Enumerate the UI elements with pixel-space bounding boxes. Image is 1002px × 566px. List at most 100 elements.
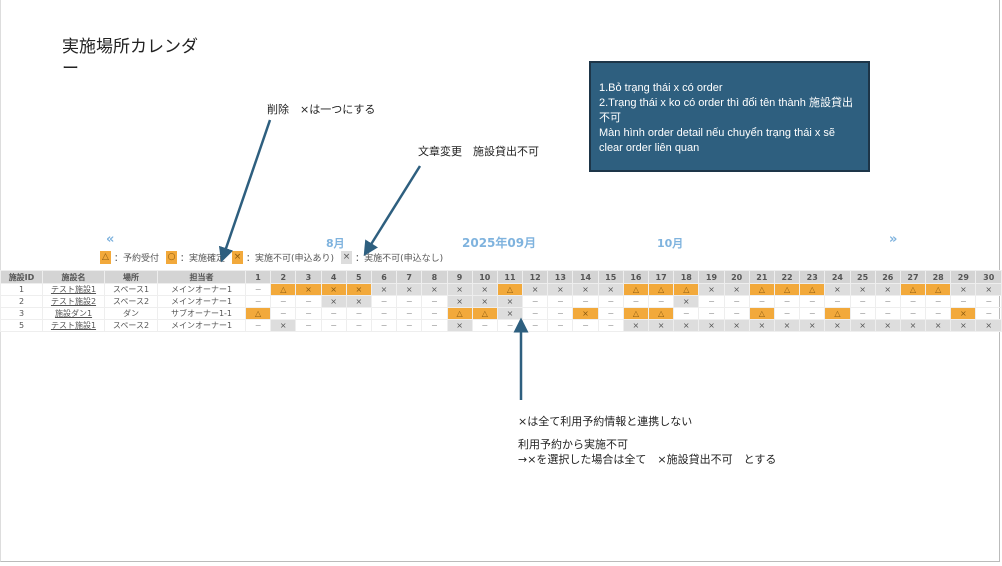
facility-id: 5 (0, 319, 43, 332)
annotation-rename: 文章変更 施設貸出不可 (418, 145, 539, 158)
day-cell[interactable]: × (975, 319, 1002, 332)
day-cell[interactable]: × (874, 283, 901, 296)
day-cell[interactable]: × (723, 283, 750, 296)
day-header: 26 (874, 270, 901, 284)
page-title: 実施場所カレンダー (62, 37, 198, 79)
day-cell[interactable]: × (773, 319, 801, 332)
day-cell[interactable]: △ (748, 283, 775, 296)
day-cell[interactable]: × (396, 283, 423, 296)
day-cell[interactable]: △ (647, 283, 675, 296)
day-cell[interactable]: × (723, 319, 750, 332)
day-header: 10 (471, 270, 498, 284)
day-cell[interactable]: × (899, 319, 927, 332)
day-cell[interactable]: △ (471, 307, 498, 320)
day-header: 2 (270, 270, 297, 284)
legend-label: ：実施確定 (180, 254, 226, 264)
note-line-2: 2.Trạng thái x ko có order thì đổi tên t… (599, 97, 853, 124)
day-cell[interactable]: × (698, 319, 725, 332)
legend-circle-icon: ○ (166, 251, 178, 264)
col-id: 施設ID (0, 270, 43, 284)
day-header: 6 (370, 270, 398, 284)
day-cell[interactable]: × (522, 283, 549, 296)
col-name: 施設名 (42, 270, 105, 284)
day-cell[interactable]: × (547, 283, 574, 296)
facility-name-link[interactable]: テスト施設1 (42, 319, 105, 332)
day-cell[interactable]: △ (773, 283, 801, 296)
next-month-button[interactable]: » (889, 232, 898, 247)
day-cell[interactable]: △ (244, 307, 272, 320)
day-cell[interactable]: △ (647, 307, 675, 320)
day-cell[interactable]: × (824, 319, 851, 332)
day-cell[interactable]: × (345, 295, 372, 308)
day-cell[interactable]: △ (622, 283, 650, 296)
arrow-delete (218, 119, 272, 263)
day-cell[interactable]: × (874, 319, 901, 332)
day-header: 11 (496, 270, 524, 284)
day-cell[interactable]: − (572, 319, 599, 332)
day-cell[interactable]: − (421, 319, 448, 332)
day-cell[interactable]: − (244, 319, 272, 332)
note-line-3: Màn hình order detail nếu chuyển trạng t… (599, 127, 836, 154)
day-cell[interactable]: × (370, 283, 398, 296)
day-cell[interactable]: × (622, 319, 650, 332)
day-cell[interactable]: × (597, 283, 624, 296)
day-cell[interactable]: × (849, 283, 876, 296)
annotation-from-reservation: 利用予約から実施不可 (518, 438, 628, 451)
day-cell[interactable]: × (748, 319, 775, 332)
col-owner: 担当者 (157, 270, 246, 284)
day-cell[interactable]: × (446, 283, 473, 296)
day-cell[interactable]: × (320, 295, 347, 308)
day-cell[interactable]: × (673, 319, 700, 332)
day-header: 5 (345, 270, 372, 284)
annotation-delete: 削除 ×は一つにする (267, 103, 376, 116)
day-cell[interactable]: × (471, 283, 498, 296)
legend-label: ：実施不可(申込あり) (246, 254, 335, 264)
day-cell[interactable]: × (698, 283, 725, 296)
day-cell[interactable]: △ (824, 307, 851, 320)
day-cell[interactable]: × (295, 283, 322, 296)
day-cell[interactable]: − (295, 319, 322, 332)
day-cell[interactable]: × (270, 319, 297, 332)
day-header: 19 (698, 270, 725, 284)
day-header: 15 (597, 270, 624, 284)
day-cell[interactable]: × (950, 319, 977, 332)
day-header: 3 (295, 270, 322, 284)
day-cell[interactable]: × (673, 295, 700, 308)
day-cell[interactable]: × (950, 307, 977, 320)
day-cell[interactable]: × (950, 283, 977, 296)
day-cell[interactable]: × (446, 319, 473, 332)
legend: △：予約受付 ○：実施確定 ×：実施不可(申込あり) ×：実施不可(申込なし) (100, 251, 443, 264)
prev-month-link[interactable]: 8月 (326, 237, 345, 250)
annotation-no-link: ×は全て利用予約情報と連携しない (518, 415, 693, 428)
day-cell[interactable]: △ (799, 283, 826, 296)
legend-label: ：予約受付 (114, 254, 160, 264)
prev-month-button[interactable]: « (106, 232, 115, 247)
current-month-label: 2025年09月 (462, 236, 537, 250)
day-header: 13 (547, 270, 574, 284)
day-cell[interactable]: − (547, 319, 574, 332)
day-cell[interactable]: △ (622, 307, 650, 320)
day-cell[interactable]: × (849, 319, 876, 332)
note-line-1: 1.Bỏ trạng thái x có order (599, 82, 723, 94)
day-cell[interactable]: × (799, 319, 826, 332)
day-cell[interactable]: × (925, 319, 952, 332)
day-cell[interactable]: △ (270, 283, 297, 296)
arrow-rename (363, 165, 422, 257)
legend-cross-gray-icon: × (341, 251, 353, 264)
day-cell[interactable]: × (647, 319, 675, 332)
legend-triangle-icon: △ (100, 251, 111, 264)
day-cell[interactable]: − (320, 319, 347, 332)
legend-label: ：実施不可(申込なし) (355, 254, 444, 264)
day-header: 24 (824, 270, 851, 284)
day-cell[interactable]: × (824, 283, 851, 296)
day-cell[interactable]: − (597, 319, 624, 332)
next-month-link[interactable]: 10月 (657, 237, 684, 250)
vietnamese-note-box: 1.Bỏ trạng thái x có order 2.Trạng thái … (589, 61, 870, 172)
